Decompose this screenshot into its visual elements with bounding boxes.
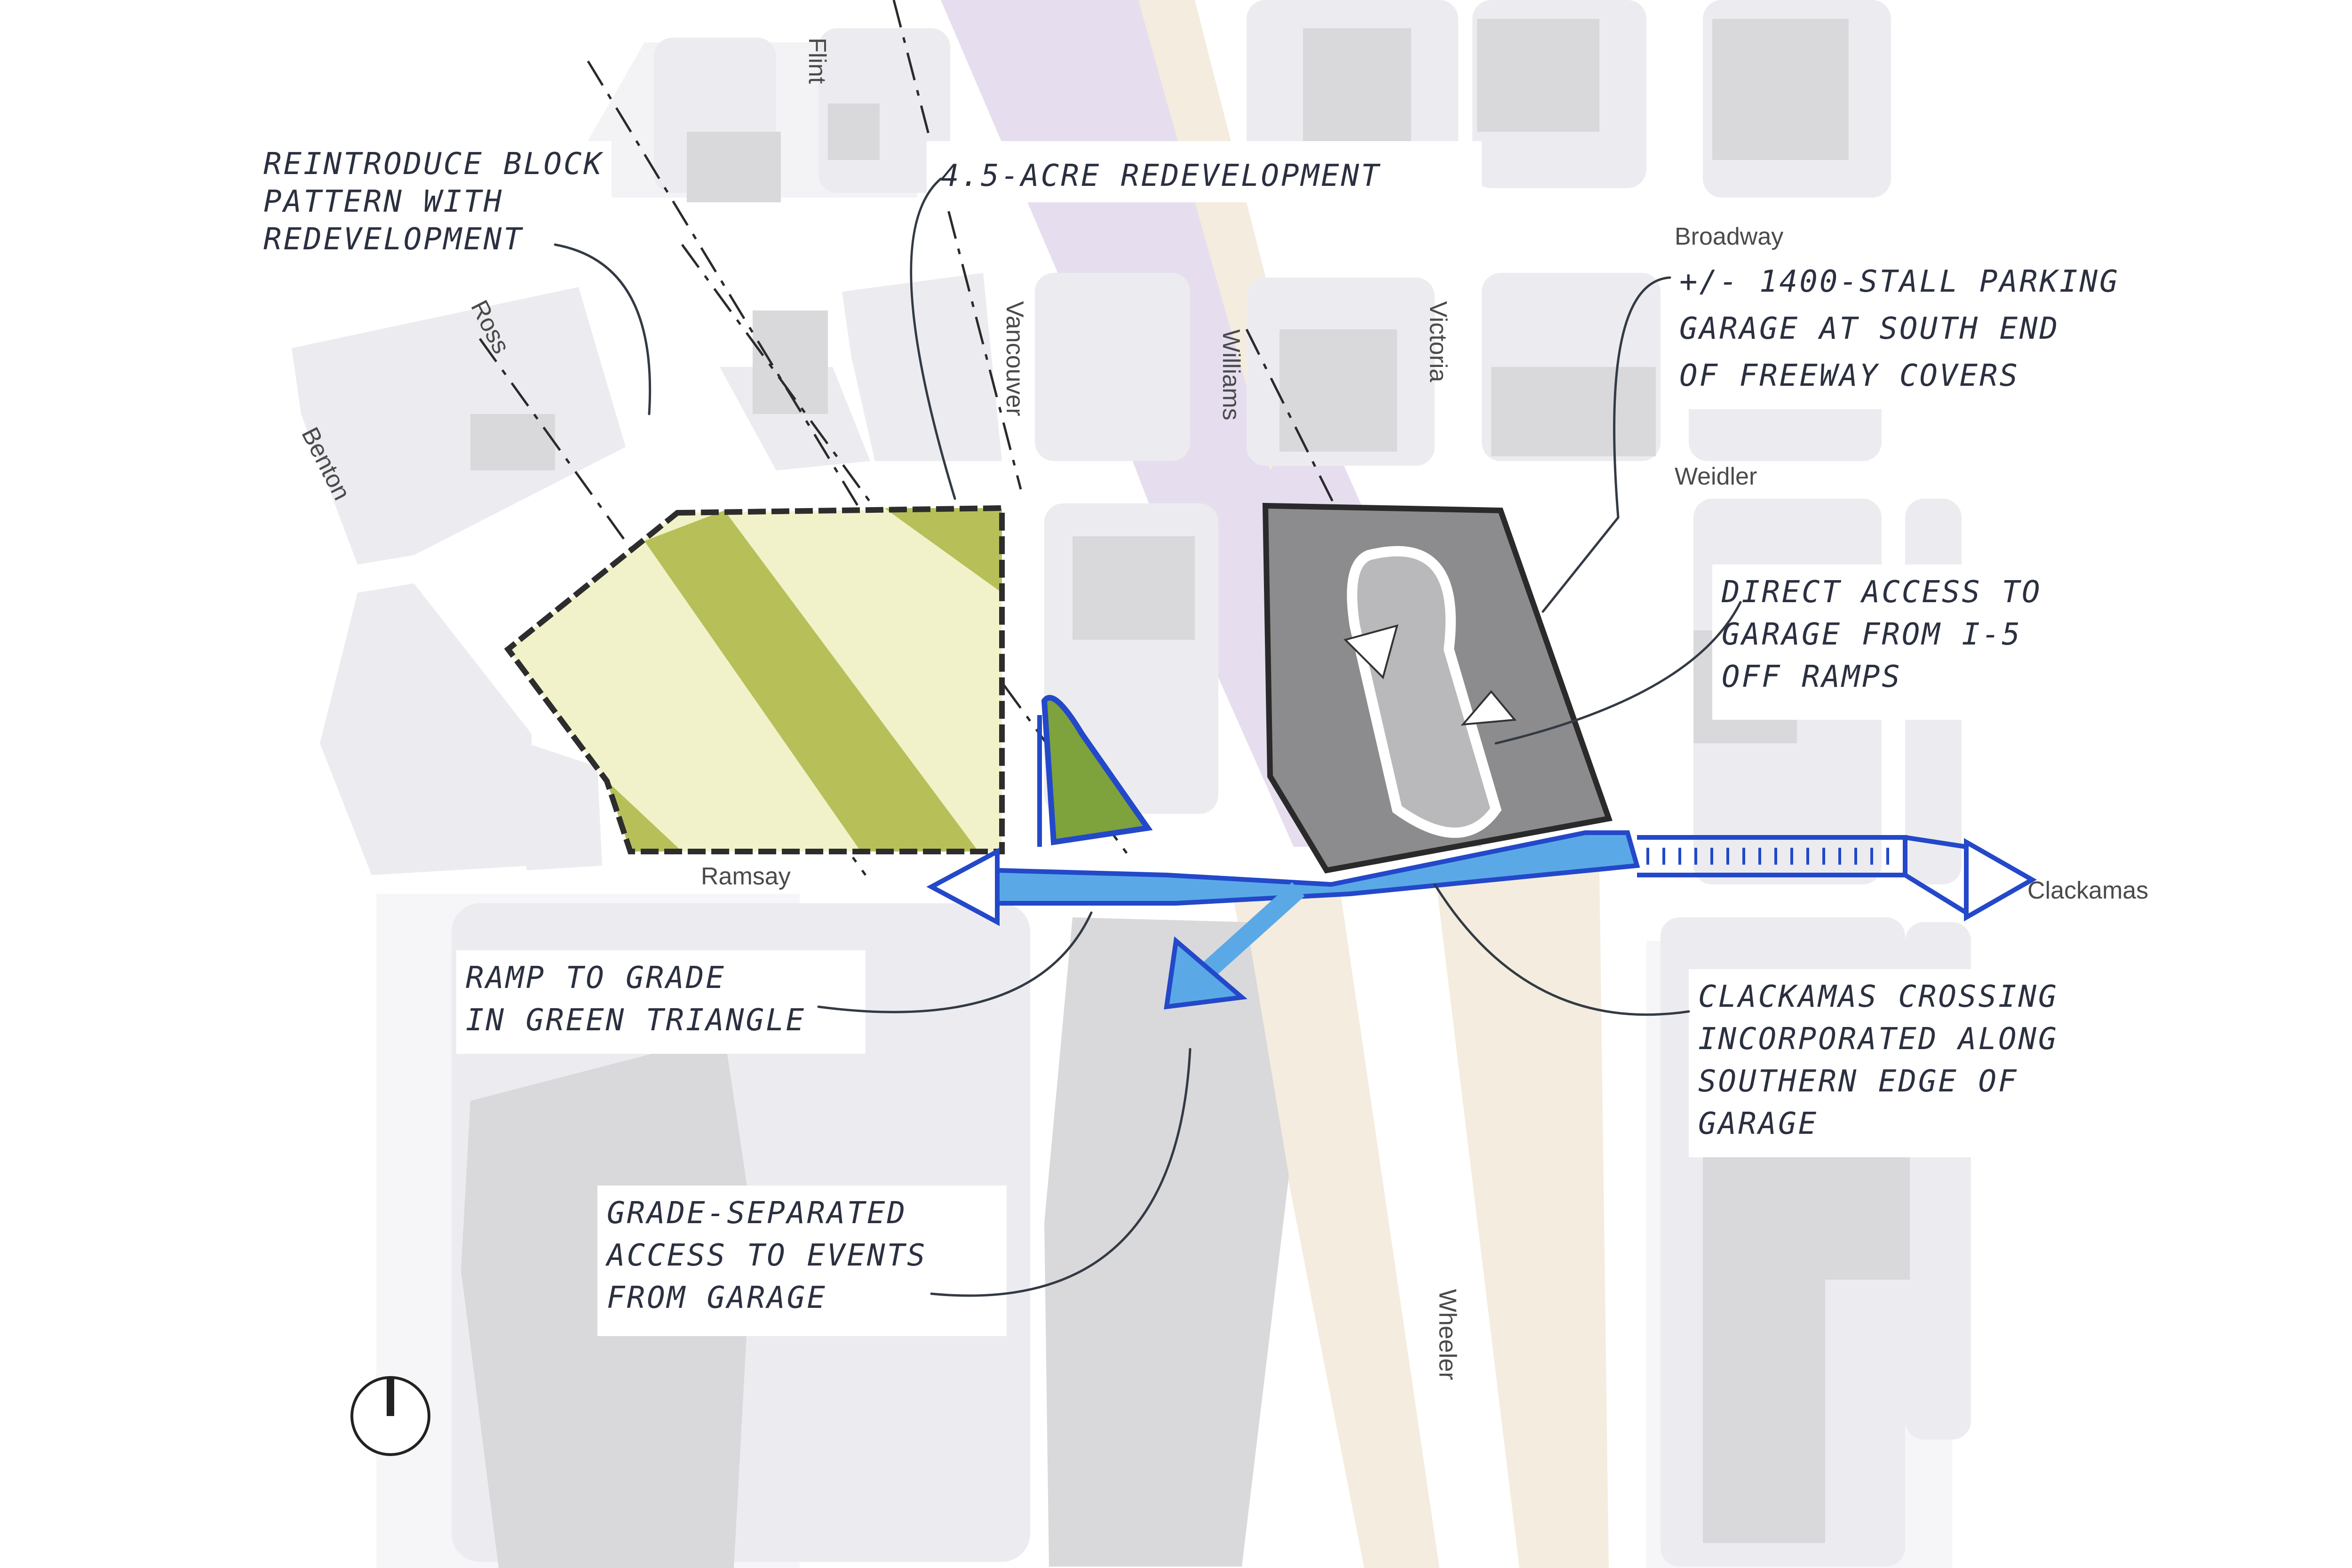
note-parking-garage-line-3: OF FREEWAY COVERS: [1679, 358, 2019, 393]
note-clackamas-crossing-line-3: SOUTHERN EDGE OF: [1698, 1064, 2018, 1099]
east-arrow-icon: [1964, 838, 2037, 922]
up-arrow-icon: [1461, 690, 1517, 726]
note-parking-garage: +/- 1400-STALL PARKING GARAGE AT SOUTH E…: [1679, 264, 2139, 393]
annotations: REINTRODUCE BLOCK PATTERN WITH REDEVELOP…: [263, 147, 2139, 1315]
note-clackamas-crossing: CLACKAMAS CROSSING INCORPORATED ALONG SO…: [1698, 979, 2078, 1141]
green-triangle: [1037, 695, 1153, 847]
note-direct-access: DIRECT ACCESS TO GARAGE FROM I-5 OFF RAM…: [1721, 575, 2062, 694]
note-grade-separated: GRADE-SEPARATED ACCESS TO EVENTS FROM GA…: [605, 1196, 947, 1315]
down-arrow-icon: [1343, 624, 1398, 679]
street-label-clackamas: Clackamas: [2027, 877, 2148, 904]
redevelopment-site: [504, 505, 1005, 854]
note-redevelopment-line-1: 4.5-ACRE REDEVELOPMENT: [941, 159, 1381, 193]
note-direct-access-line-1: DIRECT ACCESS TO: [1721, 575, 2042, 610]
street-label-ramsay: Ramsay: [701, 863, 791, 890]
note-grade-separated-line-1: GRADE-SEPARATED: [607, 1196, 907, 1231]
note-block-pattern-line-1: REINTRODUCE BLOCK: [263, 147, 604, 182]
note-grade-separated-line-2: ACCESS TO EVENTS: [605, 1238, 927, 1273]
street-label-flint: Flint: [803, 38, 831, 84]
annotation-boxes: [254, 141, 2117, 1336]
north-arrow-icon: [350, 1376, 430, 1456]
note-clackamas-crossing-line-4: GARAGE: [1698, 1106, 1818, 1141]
parking-garage: [1262, 502, 1613, 874]
note-redevelopment: 4.5-ACRE REDEVELOPMENT: [941, 159, 1381, 193]
street-label-weidler: Weidler: [1675, 463, 1757, 490]
street-label-victoria: Victoria: [1424, 301, 1452, 382]
note-parking-garage-line-2: GARAGE AT SOUTH END: [1679, 311, 2059, 346]
west-arrow-icon: [926, 847, 1000, 926]
note-clackamas-crossing-line-2: INCORPORATED ALONG: [1698, 1022, 2058, 1057]
southwest-arrow-icon: [1164, 936, 1248, 1010]
note-ramp-to-grade-line-1: RAMP TO GRADE: [466, 961, 726, 995]
note-block-pattern-line-3: REDEVELOPMENT: [263, 222, 524, 257]
note-parking-garage-line-1: +/- 1400-STALL PARKING: [1679, 264, 2120, 299]
street-label-broadway: Broadway: [1675, 223, 1783, 250]
note-ramp-to-grade-line-2: IN GREEN TRIANGLE: [466, 1003, 806, 1038]
note-direct-access-line-2: GARAGE FROM I-5: [1722, 617, 2022, 652]
access-route: [926, 830, 2037, 1010]
street-label-williams: Williams: [1217, 329, 1245, 421]
note-block-pattern-line-2: PATTERN WITH: [263, 184, 503, 219]
note-clackamas-crossing-line-1: CLACKAMAS CROSSING: [1698, 979, 2058, 1014]
leader-lines: [554, 177, 1742, 1297]
note-block-pattern: REINTRODUCE BLOCK PATTERN WITH REDEVELOP…: [263, 147, 624, 257]
note-direct-access-line-3: OFF RAMPS: [1722, 660, 1902, 694]
note-ramp-to-grade: RAMP TO GRADE IN GREEN TRIANGLE: [466, 961, 806, 1038]
note-grade-separated-line-3: FROM GARAGE: [607, 1281, 827, 1315]
street-label-vancouver: Vancouver: [1001, 301, 1028, 416]
street-label-wheeler: Wheeler: [1434, 1289, 1461, 1380]
